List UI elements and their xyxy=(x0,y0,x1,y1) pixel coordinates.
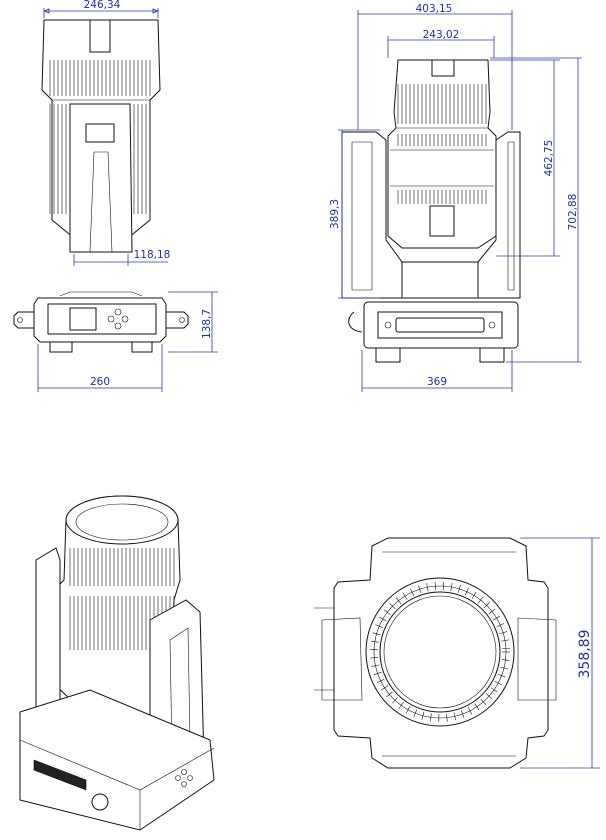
side-view: 246,34 118,18 138,7 260 xyxy=(13,0,218,392)
front-view-dimensions: 403,15 243,02 462,75 702,88 389,3 369 xyxy=(329,3,582,392)
side-base-width-label: 260 xyxy=(90,376,110,388)
top-view-dimensions: 358,89 xyxy=(520,537,600,769)
top-view-lens-ring xyxy=(365,577,515,727)
perspective-base xyxy=(19,689,215,831)
side-arm-width-label: 118,18 xyxy=(134,249,171,261)
front-view-head xyxy=(387,59,497,249)
top-view: 358,89 xyxy=(314,537,600,769)
side-view-base xyxy=(13,291,189,353)
front-view-yoke xyxy=(341,131,521,299)
front-arm-height-label: 389,3 xyxy=(329,199,341,229)
front-view: 403,15 243,02 462,75 702,88 389,3 369 xyxy=(329,3,582,392)
side-base-height-label: 138,7 xyxy=(201,309,213,339)
side-width-label: 246,34 xyxy=(84,0,121,11)
front-overall-width-label: 403,15 xyxy=(416,3,453,15)
side-view-head xyxy=(41,19,161,253)
front-base-width-label: 369 xyxy=(427,376,447,388)
perspective-view xyxy=(19,495,215,831)
front-view-base xyxy=(348,301,519,363)
front-head-width-label: 243,02 xyxy=(423,29,460,41)
front-head-height-label: 462,75 xyxy=(543,140,555,177)
front-overall-height-label: 702,88 xyxy=(567,194,579,231)
side-view-dimensions: 246,34 118,18 138,7 260 xyxy=(37,0,218,392)
perspective-head xyxy=(49,495,181,721)
top-depth-label: 358,89 xyxy=(577,630,593,679)
